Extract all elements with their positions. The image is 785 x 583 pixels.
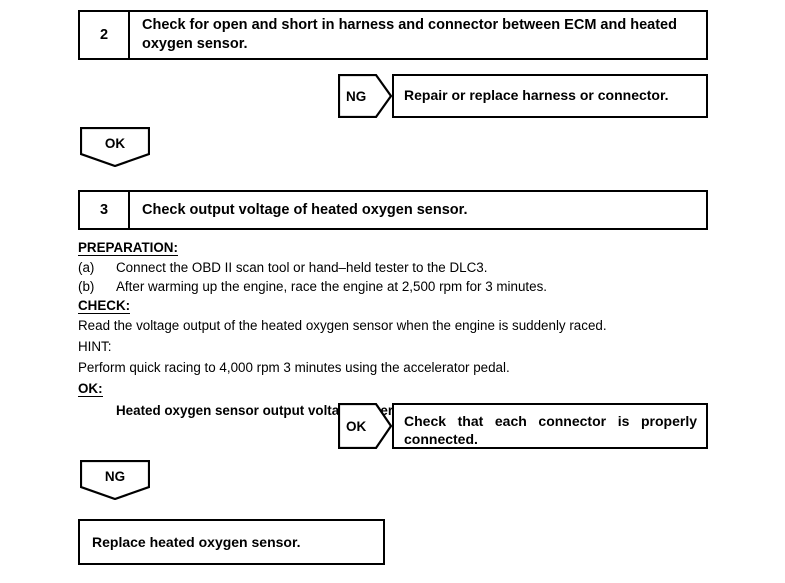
step-box-3: 3 Check output voltage of heated oxygen …: [78, 190, 708, 230]
connector-tag-ok: OK: [80, 127, 150, 167]
step-text-2: Check for open and short in harness and …: [142, 17, 677, 52]
arrow-tag-icon: [338, 74, 392, 118]
check-heading: CHECK:: [78, 298, 131, 314]
tag-ok-arrow-2: OK: [338, 403, 392, 449]
check-text: Read the voltage output of the heated ox…: [78, 318, 607, 333]
procedure-block: PREPARATION: (a) Connect the OBD II scan…: [78, 240, 718, 418]
preparation-item-b-key: (b): [78, 279, 95, 294]
preparation-item-a-text: Connect the OBD II scan tool or hand–hel…: [116, 260, 488, 275]
step-text-3: Check output voltage of heated oxygen se…: [142, 201, 468, 218]
preparation-item-b: (b) After warming up the engine, race th…: [78, 279, 718, 294]
connector-label-ng: NG: [104, 469, 126, 484]
connector-label-ok: OK: [104, 136, 126, 151]
step-number-2: 2: [80, 12, 130, 58]
result-text-ng-1: Repair or replace harness or connector.: [392, 74, 708, 118]
step-box-2: 2 Check for open and short in harness an…: [78, 10, 708, 60]
preparation-item-a-key: (a): [78, 260, 95, 275]
ok-heading: OK:: [78, 381, 103, 397]
result-row-ok-2: OK Check that each connector is properly…: [338, 403, 708, 449]
tag-label-ok-2: OK: [346, 418, 367, 434]
tag-ng-arrow-1: NG: [338, 74, 392, 118]
preparation-item-a: (a) Connect the OBD II scan tool or hand…: [78, 260, 718, 275]
pentagon-down-icon: [80, 127, 150, 167]
tag-label-ng-1: NG: [346, 88, 367, 104]
hint-text: Perform quick racing to 4,000 rpm 3 minu…: [78, 360, 510, 375]
preparation-heading: PREPARATION:: [78, 240, 178, 256]
result-row-ng-1: NG Repair or replace harness or connecto…: [338, 74, 708, 118]
preparation-item-b-text: After warming up the engine, race the en…: [116, 279, 547, 294]
step-number-3: 3: [80, 192, 130, 228]
final-action-box: Replace heated oxygen sensor.: [78, 519, 385, 565]
pentagon-down-icon: [80, 460, 150, 500]
hint-heading: HINT:: [78, 339, 112, 354]
arrow-tag-icon: [338, 403, 392, 449]
connector-tag-ng: NG: [80, 460, 150, 500]
result-text-ok-2: Check that each connector is properly co…: [392, 403, 708, 449]
final-action-text: Replace heated oxygen sensor.: [92, 534, 301, 550]
